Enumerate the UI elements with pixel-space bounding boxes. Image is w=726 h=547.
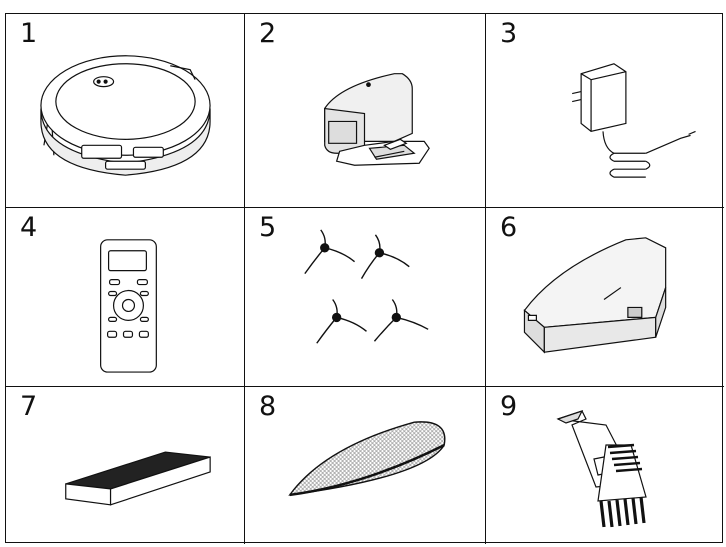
item-cell-2: 2 (245, 14, 486, 208)
item-cell-7: 7 (6, 387, 245, 544)
side-brushes-icon (245, 208, 485, 386)
mop-pad-icon (245, 387, 485, 544)
cleaning-brush-tool-icon (486, 387, 724, 544)
item-number: 9 (500, 391, 518, 422)
power-adapter-icon (486, 14, 724, 207)
item-cell-6: 6 (486, 208, 724, 387)
item-number: 3 (500, 18, 518, 49)
charging-dock-icon (245, 14, 485, 207)
filter-icon (6, 387, 244, 544)
item-number: 5 (259, 212, 277, 243)
water-tank-icon (486, 208, 724, 386)
item-cell-8: 8 (245, 387, 486, 544)
item-cell-4: 4 (6, 208, 245, 387)
remote-control-icon (6, 208, 244, 386)
robot-vacuum-icon (6, 14, 244, 207)
item-number: 2 (259, 18, 277, 49)
item-number: 1 (20, 18, 38, 49)
item-number: 4 (20, 212, 38, 243)
item-cell-9: 9 (486, 387, 724, 544)
item-number: 7 (20, 391, 38, 422)
item-number: 8 (259, 391, 277, 422)
package-contents-grid: 1 2 (5, 13, 724, 544)
item-cell-3: 3 (486, 14, 724, 208)
item-cell-1: 1 (6, 14, 245, 208)
item-number: 6 (500, 212, 518, 243)
item-cell-5: 5 (245, 208, 486, 387)
